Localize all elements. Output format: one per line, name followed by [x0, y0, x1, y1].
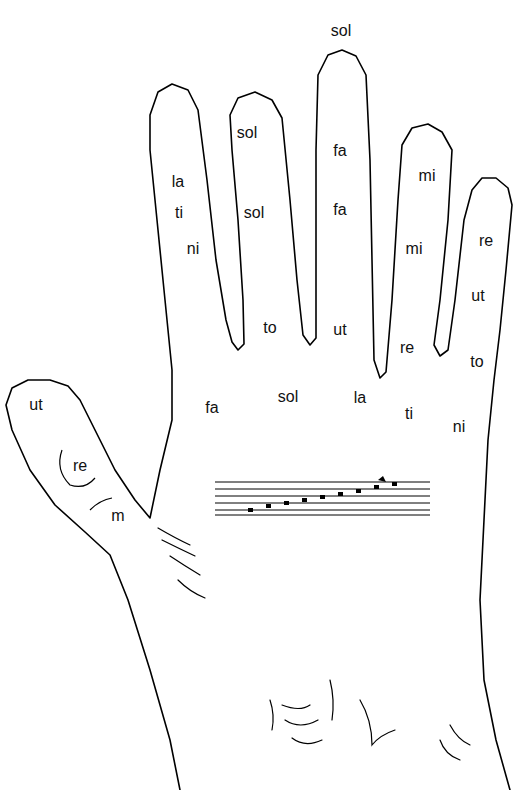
solmization-syllable: ut — [333, 321, 346, 338]
syllable-spot: sol — [237, 124, 257, 142]
solmization-syllable: mi — [406, 240, 423, 257]
solmization-syllable: ti — [405, 405, 413, 422]
solmization-syllable: re — [400, 339, 414, 356]
solmization-syllable: la — [172, 173, 184, 190]
syllable-spot: ut — [29, 396, 42, 414]
syllable-spot: ut — [471, 287, 484, 305]
solmization-syllable: sol — [331, 22, 351, 39]
solmization-syllable: m — [111, 507, 124, 524]
syllable-spot: mi — [419, 167, 436, 185]
syllable-spot: ni — [187, 240, 199, 258]
syllable-spot: sol — [244, 204, 264, 222]
syllable-spot: m — [111, 507, 124, 525]
solmization-syllable: ti — [175, 204, 183, 221]
syllable-spot: ti — [405, 405, 413, 423]
solmization-syllable: sol — [237, 124, 257, 141]
syllable-spot: re — [73, 457, 87, 475]
palm-creases — [158, 528, 470, 760]
syllable-spot: ti — [175, 204, 183, 222]
music-staff — [215, 482, 430, 515]
syllable-spot: sol — [278, 388, 298, 406]
staff-notes — [248, 476, 397, 512]
syllable-spot: sol — [331, 22, 351, 40]
solmization-syllable: ni — [187, 240, 199, 257]
syllable-spot: la — [172, 173, 184, 191]
solmization-syllable: ut — [471, 287, 484, 304]
solmization-syllable: mi — [419, 167, 436, 184]
syllable-spot: fa — [333, 142, 346, 160]
solmization-syllable: re — [73, 457, 87, 474]
solmization-syllable: ut — [29, 396, 42, 413]
hand-outline — [6, 50, 512, 790]
solmization-syllable: to — [470, 353, 483, 370]
syllable-spot: ut — [333, 321, 346, 339]
solmization-syllable: sol — [278, 388, 298, 405]
solmization-syllable: re — [479, 232, 493, 249]
solmization-syllable: sol — [244, 204, 264, 221]
syllable-spot: la — [354, 389, 366, 407]
solmization-syllable: la — [354, 389, 366, 406]
syllable-spot: fa — [333, 201, 346, 219]
syllable-spot: ni — [453, 418, 465, 436]
syllable-spot: fa — [205, 399, 218, 417]
solmization-syllable: fa — [205, 399, 218, 416]
syllable-spot: to — [263, 319, 276, 337]
syllable-spot: to — [470, 353, 483, 371]
solmization-syllable: fa — [333, 142, 346, 159]
solmization-syllable: ni — [453, 418, 465, 435]
solmization-syllable: fa — [333, 201, 346, 218]
thumb-joints — [60, 450, 112, 510]
syllable-spot: re — [479, 232, 493, 250]
syllable-spot: mi — [406, 240, 423, 258]
solmization-syllable: to — [263, 319, 276, 336]
syllable-spot: re — [400, 339, 414, 357]
